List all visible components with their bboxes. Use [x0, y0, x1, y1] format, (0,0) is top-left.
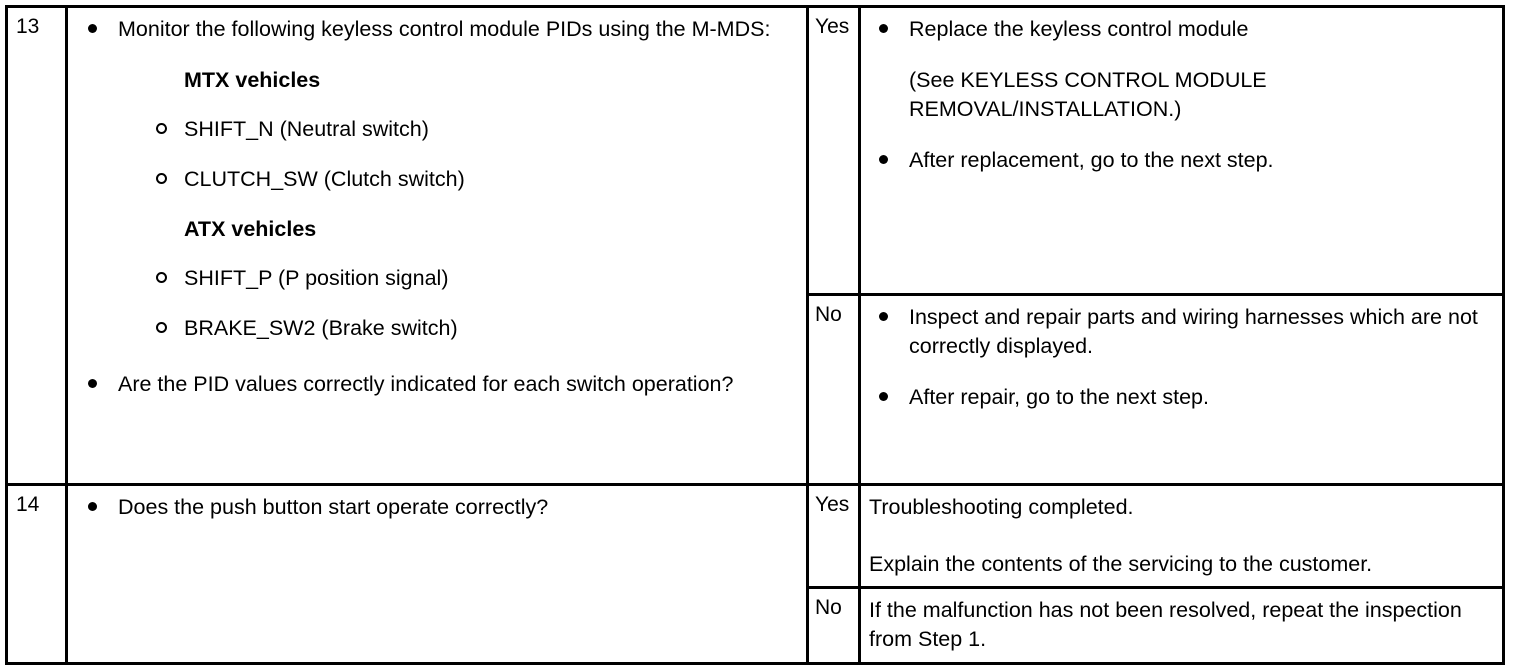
list-item: After repair, go to the next step. — [879, 383, 1488, 412]
step-description-cell: Monitor the following keyless control mo… — [68, 8, 809, 483]
list-item-label: BRAKE_SW2 (Brake switch) — [184, 316, 458, 340]
group-heading: MTX vehicles — [184, 68, 321, 92]
filled-bullet-icon — [88, 493, 118, 522]
answer-body: Replace the keyless control module (See … — [861, 8, 1502, 293]
answer-label: No — [809, 589, 861, 662]
answer-text: Explain the contents of the servicing to… — [869, 552, 1373, 576]
table-row: 14 Does the push button start operate co… — [8, 486, 1502, 662]
list-item: After replacement, go to the next step. — [879, 146, 1488, 175]
filled-bullet-icon — [88, 370, 118, 399]
hollow-bullet-icon — [156, 165, 184, 194]
list-item: Are the PID values correctly indicated f… — [88, 370, 794, 399]
answers-cell: Yes Troubleshooting completed. Explain t… — [809, 486, 1502, 662]
list-item: Inspect and repair parts and wiring harn… — [879, 303, 1488, 361]
answer-text: Troubleshooting completed. — [869, 495, 1134, 519]
step-number-cell: 13 — [8, 8, 68, 483]
reference-note: (See KEYLESS CONTROL MODULE REMOVAL/INST… — [909, 68, 1267, 121]
pid-group-atx: ATX vehicles SHIFT_P (P position signal)… — [156, 215, 794, 343]
list-item-label: CLUTCH_SW (Clutch switch) — [184, 167, 465, 191]
hollow-bullet-icon — [156, 115, 184, 144]
answer-label: Yes — [809, 8, 861, 293]
list-item-label: Does the push button start operate corre… — [118, 495, 549, 519]
filled-bullet-icon — [879, 303, 909, 332]
answer-body: If the malfunction has not been resolved… — [861, 589, 1502, 662]
list-item-label: SHIFT_P (P position signal) — [184, 266, 449, 290]
step-number: 13 — [16, 15, 40, 38]
answer-body: Troubleshooting completed. Explain the c… — [861, 486, 1502, 586]
step-number-cell: 14 — [8, 486, 68, 662]
answer-body: Inspect and repair parts and wiring harn… — [861, 296, 1502, 483]
answer-block-yes: Yes Replace the keyless control module (… — [809, 8, 1502, 296]
list-item: Does the push button start operate corre… — [88, 493, 794, 522]
step-number: 14 — [16, 493, 40, 516]
answer-block-no: No Inspect and repair parts and wiring h… — [809, 296, 1502, 483]
list-item: CLUTCH_SW (Clutch switch) — [156, 165, 794, 194]
answer-label: No — [809, 296, 861, 483]
table-row: 13 Monitor the following keyless control… — [8, 8, 1502, 486]
list-item: Replace the keyless control module — [879, 15, 1488, 44]
hollow-bullet-icon — [156, 264, 184, 293]
answer-label: Yes — [809, 486, 861, 586]
filled-bullet-icon — [879, 146, 909, 175]
list-item-label: Monitor the following keyless control mo… — [118, 17, 771, 41]
answer-block-yes: Yes Troubleshooting completed. Explain t… — [809, 486, 1502, 589]
list-item-label: SHIFT_N (Neutral switch) — [184, 117, 429, 141]
list-item: Monitor the following keyless control mo… — [88, 15, 794, 44]
answers-cell: Yes Replace the keyless control module (… — [809, 8, 1502, 483]
hollow-bullet-icon — [156, 314, 184, 343]
pid-group-mtx: MTX vehicles SHIFT_N (Neutral switch) CL… — [156, 66, 794, 194]
list-item: SHIFT_N (Neutral switch) — [156, 115, 794, 144]
list-item-label: Inspect and repair parts and wiring harn… — [909, 305, 1478, 358]
filled-bullet-icon — [879, 15, 909, 44]
list-item: BRAKE_SW2 (Brake switch) — [156, 314, 794, 343]
step-description-cell: Does the push button start operate corre… — [68, 486, 809, 662]
filled-bullet-icon — [879, 383, 909, 412]
list-item-label: Replace the keyless control module — [909, 17, 1249, 41]
filled-bullet-icon — [88, 15, 118, 44]
answer-text: If the malfunction has not been resolved… — [869, 598, 1462, 651]
troubleshooting-table: 13 Monitor the following keyless control… — [5, 5, 1505, 665]
list-item: SHIFT_P (P position signal) — [156, 264, 794, 293]
list-item-label: Are the PID values correctly indicated f… — [118, 372, 734, 396]
group-heading: ATX vehicles — [184, 217, 317, 241]
list-item-label: After replacement, go to the next step. — [909, 148, 1274, 172]
answer-block-no: No If the malfunction has not been resol… — [809, 589, 1502, 662]
list-item-label: After repair, go to the next step. — [909, 385, 1209, 409]
